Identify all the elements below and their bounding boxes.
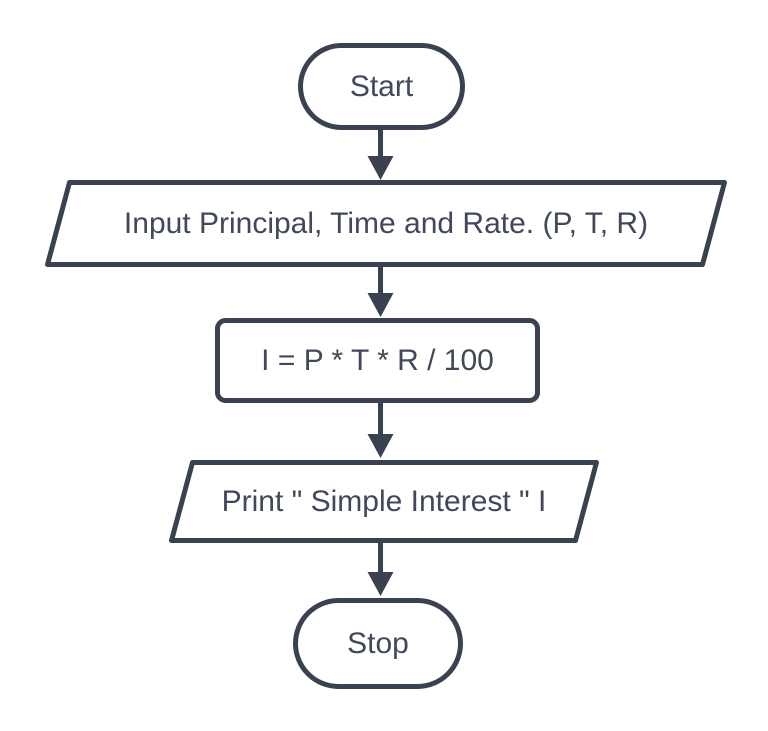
process-rectangle-shape [215,318,540,403]
arrow-start-to-input [367,130,394,180]
input-parallelogram-shape [45,180,727,267]
start-terminator-shape [298,43,465,130]
print-parallelogram-shape [169,460,599,543]
arrow-process-to-print [367,403,394,458]
arrow-input-to-process [367,267,394,317]
stop-terminator-shape [293,598,463,689]
arrow-print-to-stop [367,543,394,596]
